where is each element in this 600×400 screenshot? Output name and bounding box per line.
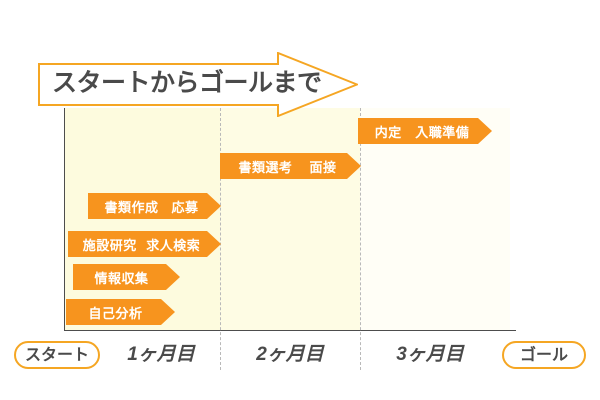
task-label: 内定 <box>374 124 402 140</box>
arrow-shape <box>73 264 180 290</box>
task-label: 応募 <box>171 199 199 215</box>
task-bar-jouhou-shuushuu[interactable]: 情報収集 <box>73 264 180 290</box>
task-bar-naitei-nyushoku-junbi[interactable]: 内定 入職準備 <box>358 118 492 144</box>
month-divider-2 <box>360 108 361 370</box>
task-label: 書類選考 <box>238 159 293 175</box>
task-label: 情報収集 <box>94 270 149 286</box>
task-label: 入職準備 <box>415 124 470 140</box>
page-title: スタートからゴールまで <box>52 69 322 97</box>
task-bar-shisetsu-kenkyuu-kyuujin-kensaku[interactable]: 施設研究 求人検索 <box>68 231 221 257</box>
arrow-shape <box>66 299 175 325</box>
month-band-2 <box>220 108 360 330</box>
task-bar-jiko-bunseki[interactable]: 自己分析 <box>66 299 175 325</box>
month-divider-1 <box>220 108 221 370</box>
axis-start-pill: スタート <box>14 341 100 369</box>
y-axis-line <box>64 108 65 331</box>
month-band-3 <box>360 108 510 330</box>
arrow-shape <box>88 193 221 219</box>
task-bar-shorui-sakusei-oubo[interactable]: 書類作成 応募 <box>88 193 221 219</box>
month-label-2: 2ヶ月目 <box>256 344 324 365</box>
month-band-1 <box>65 108 220 330</box>
task-label: 自己分析 <box>88 305 143 321</box>
title-arrow-banner <box>38 52 358 117</box>
arrow-shape <box>220 153 361 179</box>
x-axis-line <box>64 330 516 331</box>
arrow-shape <box>358 118 492 144</box>
month-label-1: 1ヶ月目 <box>127 344 195 365</box>
task-label: 求人検索 <box>146 237 201 253</box>
task-label: 書類作成 <box>104 199 159 215</box>
arrow-shape <box>68 231 221 257</box>
task-bar-shorui-senkou-mensetsu[interactable]: 書類選考 面接 <box>220 153 361 179</box>
task-label: 面接 <box>309 159 337 175</box>
axis-goal-pill: ゴール <box>502 341 586 369</box>
task-label: 施設研究 <box>82 237 137 253</box>
month-label-3: 3ヶ月目 <box>396 344 464 365</box>
